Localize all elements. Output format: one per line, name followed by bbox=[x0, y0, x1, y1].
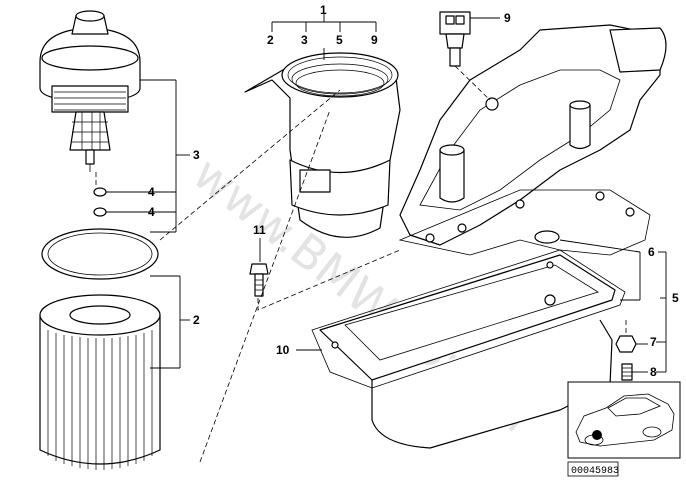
sealing-ring[interactable] bbox=[534, 230, 560, 244]
reference-number: 00045983 bbox=[571, 466, 619, 477]
o-ring-small-upper[interactable] bbox=[93, 187, 107, 197]
callout-9-sensor: 9 bbox=[504, 11, 511, 25]
callout-7: 7 bbox=[650, 335, 657, 349]
callout-5-top: 5 bbox=[336, 33, 343, 47]
vehicle-locator-inset: 00045983 bbox=[567, 381, 681, 477]
oil-filter-housing[interactable] bbox=[244, 52, 401, 238]
nut-7[interactable] bbox=[615, 335, 637, 353]
bolt-11[interactable] bbox=[249, 263, 269, 297]
screw-8[interactable] bbox=[621, 363, 633, 381]
callout-numbers: 1 2 3 5 9 9 3 4 4 2 11 6 5 7 8 10 bbox=[148, 3, 679, 379]
oil-temperature-sensor[interactable] bbox=[439, 11, 471, 67]
manifold-gasket[interactable] bbox=[398, 189, 651, 256]
callout-11: 11 bbox=[253, 223, 266, 237]
callout-1: 1 bbox=[320, 3, 327, 17]
car-silhouette-icon bbox=[575, 393, 675, 447]
callout-9-top: 9 bbox=[371, 33, 378, 47]
o-ring-small-lower[interactable] bbox=[93, 207, 107, 217]
oil-cooler-gasket[interactable] bbox=[311, 249, 626, 389]
callout-5: 5 bbox=[672, 291, 679, 305]
oil-cooler-manifold[interactable] bbox=[399, 24, 667, 246]
callout-10: 10 bbox=[276, 343, 290, 357]
callout-4-lower: 4 bbox=[148, 205, 155, 219]
callout-8: 8 bbox=[650, 365, 657, 379]
callout-3: 3 bbox=[193, 148, 200, 162]
assembly-dashed-lines bbox=[95, 65, 627, 463]
callout-4-upper: 4 bbox=[148, 185, 155, 199]
filter-gasket-ring[interactable] bbox=[41, 228, 159, 280]
callout-3-top: 3 bbox=[301, 33, 308, 47]
callout-2-top: 2 bbox=[267, 33, 274, 47]
component-location-marker bbox=[592, 430, 602, 440]
callout-6: 6 bbox=[648, 245, 655, 259]
oil-filter-element[interactable] bbox=[39, 294, 161, 470]
oil-cooler[interactable] bbox=[319, 254, 616, 449]
oil-filter-cover[interactable] bbox=[39, 10, 141, 172]
leader-lines bbox=[106, 14, 667, 373]
callout-2: 2 bbox=[193, 313, 200, 327]
